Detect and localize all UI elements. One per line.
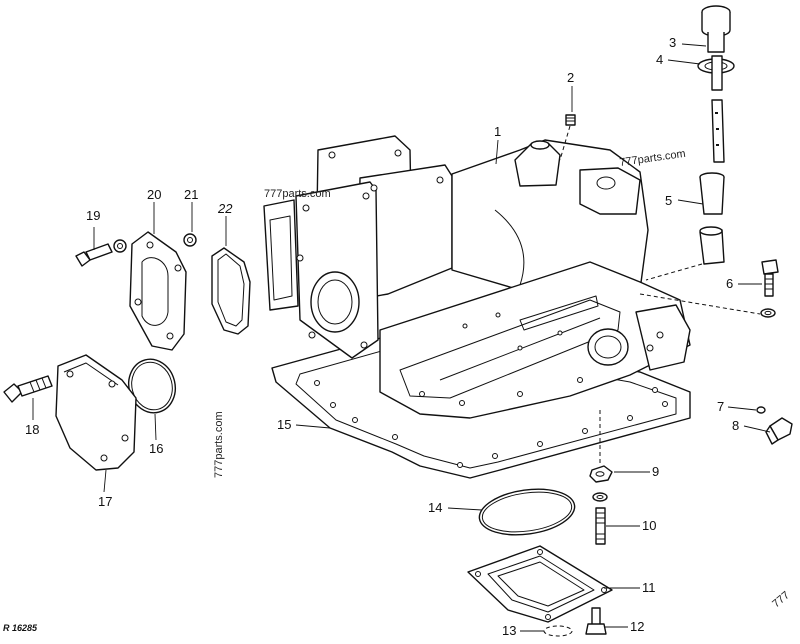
callout-14: 14 [428,500,442,515]
reference-code: R 16285 [3,623,38,633]
callout-1: 1 [494,124,501,139]
cover-17 [55,354,137,471]
callout-19: 19 [86,208,100,223]
leader-lines [32,43,771,632]
cap-screw-18 [3,375,53,403]
callout-10: 10 [642,518,656,533]
callout-11: 11 [642,580,656,595]
watermark-left-vertical: 777parts.com [213,411,225,478]
callout-16: 16 [149,441,163,456]
dipstick-assembly [645,5,735,281]
watermark-top-center: 777parts.com [264,188,331,200]
callout-8: 8 [732,418,739,433]
washer-13 [543,625,573,637]
cap-screw-6 [639,259,779,318]
callout-22: 22 [217,201,233,216]
callout-12: 12 [630,619,644,634]
nut-9 [589,410,613,483]
callout-15: 15 [277,417,291,432]
callout-2: 2 [567,70,574,85]
callout-3: 3 [669,35,676,50]
callout-9: 9 [652,464,659,479]
callout-18: 18 [25,422,39,437]
callout-20: 20 [147,187,161,202]
stud-10 [592,492,608,545]
callout-17: 17 [98,494,112,509]
callout-5: 5 [665,193,672,208]
cap-screw-12 [585,607,607,635]
callouts: 1 2 3 4 5 6 7 8 9 10 11 12 13 14 15 16 1… [25,35,739,638]
cover-20 [129,231,187,351]
watermark-top-right: 777parts.com [619,148,687,169]
callout-21: 21 [184,187,198,202]
washer-21 [183,233,197,247]
plug-2 [559,114,576,161]
callout-4: 4 [656,52,663,67]
housing-1 [263,135,691,419]
callout-6: 6 [726,276,733,291]
callout-7: 7 [717,399,724,414]
callout-13: 13 [502,623,516,638]
drain-plug-assembly [756,406,793,445]
cap-screw-19 [75,239,127,267]
o-ring-14 [478,488,576,536]
cover-plate-11 [467,545,613,623]
gasket-22 [211,247,251,335]
watermark-bottom-right: 777 [770,589,792,610]
